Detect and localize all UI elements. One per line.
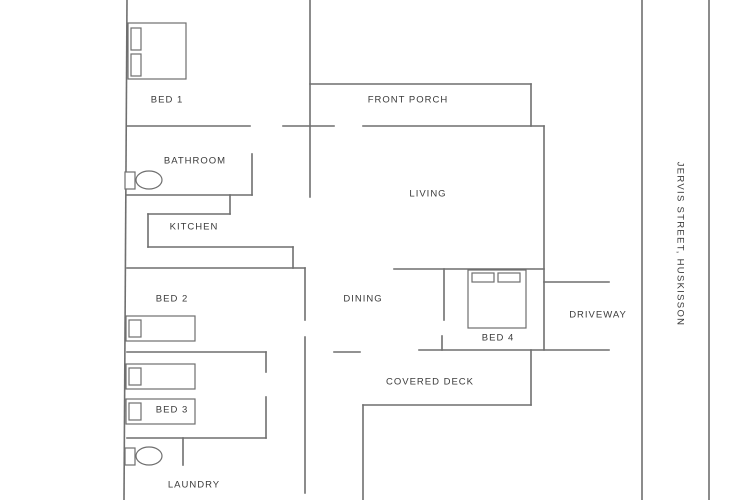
room-label-bed1: BED 1 bbox=[150, 94, 184, 106]
room-label-laundry: LAUNDRY bbox=[167, 479, 221, 491]
room-label-living: LIVING bbox=[409, 188, 447, 200]
left-outer-wall bbox=[123, 0, 128, 500]
room-label-covered-deck: COVERED DECK bbox=[385, 376, 475, 388]
room-label-bed2: BED 2 bbox=[155, 293, 189, 305]
room-label-bathroom: BATHROOM bbox=[163, 155, 227, 167]
room-label-bed3: BED 3 bbox=[155, 404, 189, 416]
room-label-driveway: DRIVEWAY bbox=[569, 309, 627, 321]
bed4-double-bed bbox=[467, 269, 527, 329]
bed1-double-bed bbox=[127, 22, 187, 80]
room-label-front-porch: FRONT PORCH bbox=[367, 94, 449, 106]
laundry-toilet bbox=[124, 446, 163, 466]
bed3-single-bed-bottom bbox=[125, 398, 196, 425]
bathroom-toilet bbox=[124, 170, 163, 190]
room-label-bed4: BED 4 bbox=[481, 332, 515, 344]
bed2-single-bed bbox=[125, 315, 196, 342]
room-label-kitchen: KITCHEN bbox=[169, 221, 219, 233]
walls bbox=[123, 0, 710, 500]
room-label-dining: DINING bbox=[343, 293, 383, 305]
street-name-label: JERVIS STREET, HUSKISSON bbox=[674, 161, 686, 327]
bed3-single-bed-top bbox=[125, 363, 196, 390]
